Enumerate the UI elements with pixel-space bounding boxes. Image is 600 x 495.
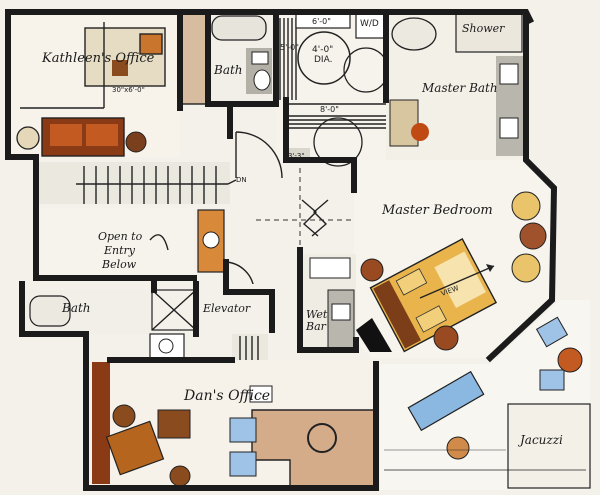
wet-bar	[300, 254, 356, 350]
label-bar: Bar	[305, 320, 327, 333]
label-wet: Wet	[306, 308, 328, 321]
kathleens-desk	[84, 27, 166, 87]
label-elevator: Elevator	[202, 302, 251, 315]
label-wd: W/D	[360, 19, 379, 29]
left-bath-room	[22, 289, 197, 361]
label-dim-5-0: 5'-0"	[280, 43, 299, 52]
kathleens-sofa	[16, 117, 147, 157]
label-dim-8-0: 8'-0"	[320, 105, 339, 114]
lounge-chair	[407, 370, 485, 460]
dans-desk	[229, 385, 377, 487]
dans-seating	[105, 404, 191, 487]
label-bath-top: Bath	[213, 63, 243, 77]
deck-area	[380, 300, 591, 490]
label-below: Below	[101, 258, 137, 271]
label-dim-4-0: 4'-0"	[312, 45, 333, 55]
walls	[5, 9, 558, 491]
stairs	[36, 162, 237, 204]
kathleens-office-room	[8, 11, 209, 157]
label-bath-left: Bath	[61, 301, 91, 315]
label-kathleens-office: Kathleen's Office	[41, 51, 155, 66]
label-master-bedroom: Master Bedroom	[381, 203, 493, 218]
master-bedroom-room	[354, 160, 552, 358]
open-to-entry-area	[36, 208, 225, 278]
bedroom-chairs	[511, 191, 547, 283]
master-bath-room	[355, 11, 526, 191]
top-bath-room	[208, 12, 276, 104]
label-dans-office: Dan's Office	[183, 388, 270, 404]
label-jacuzzi: Jacuzzi	[517, 433, 563, 447]
label-open-to: Open to	[98, 230, 143, 243]
label-master-bath: Master Bath	[421, 81, 498, 95]
label-shower: Shower	[462, 22, 505, 35]
label-dim-6-0: 6'-0"	[312, 17, 331, 26]
label-dia: DIA.	[314, 55, 332, 65]
closet-area	[276, 11, 389, 167]
deck-chairs	[535, 316, 583, 391]
room-labels: Kathleen's Office 30"x6'-0" Bath W/D Sho…	[41, 17, 563, 447]
label-dim-3-3: 3'-3"	[288, 152, 305, 160]
label-dn: DN	[236, 176, 247, 184]
dans-office-room	[88, 360, 377, 488]
label-kathleens-dim: 30"x6'-0"	[112, 86, 145, 94]
label-entry: Entry	[103, 244, 136, 257]
